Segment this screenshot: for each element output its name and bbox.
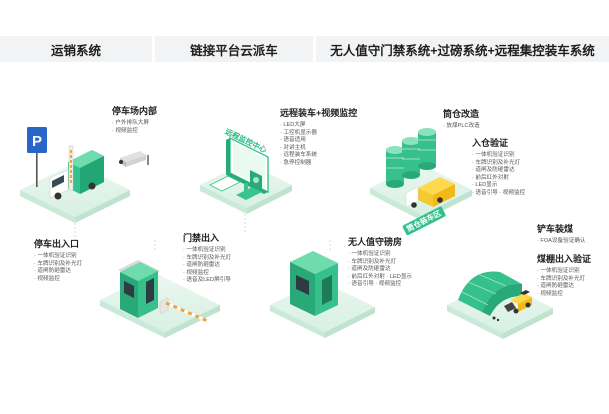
block-title: 无人值守磅房 bbox=[348, 237, 403, 247]
list-item: · 对讲主机 bbox=[280, 144, 306, 151]
list-item: · 放煤PLC改造 bbox=[443, 123, 480, 129]
list-item: · 道闸及防砸雷达 bbox=[348, 266, 391, 273]
parking-sign-icon bbox=[27, 127, 47, 153]
block-list: · 户外排队大屏 · 视频监控 bbox=[112, 120, 157, 135]
block-silo-retrofit: 筒仓改造 · 放煤PLC改造 bbox=[443, 108, 480, 131]
block-list: · 一体机验证识别 · 车牌识别及补光灯 · 道闸及防砸雷达 · 前后红外对射 … bbox=[348, 251, 412, 289]
list-item: · 道闸及防砸雷达 bbox=[472, 167, 515, 174]
list-item: · 道闸防砸雷达 bbox=[34, 268, 71, 275]
list-item: · 车牌识别及补光灯 bbox=[348, 258, 397, 265]
list-item: · 语音引导 · 视频监控 bbox=[348, 281, 402, 288]
block-remote-loading: 远程装车+视频监控 · LED大屏 · 工控机显示器 · 语音适用 · 对讲主机… bbox=[280, 107, 357, 168]
list-item: · 户外排队大屏 bbox=[112, 120, 149, 126]
block-title: 铲车装煤 bbox=[537, 224, 574, 234]
list-item: · 前后红外对射 · LED显示 bbox=[348, 273, 413, 280]
loader-icon bbox=[504, 290, 532, 314]
weigh-room-scene bbox=[270, 251, 375, 338]
list-item: · LED显示 bbox=[472, 182, 498, 189]
block-list: · LED大屏 · 工控机显示器 · 语音适用 · 对讲主机 · 远程装车系统 … bbox=[280, 122, 357, 168]
block-shed-verify: 煤棚出入验证 · 一体机验证识别 · 车牌识别及补光灯 · 道闸防砸雷达 · 视… bbox=[537, 253, 591, 298]
parking-scene: P bbox=[20, 127, 149, 223]
weigh-house-icon bbox=[290, 251, 338, 316]
list-item: · FOA设备验证确认 bbox=[537, 238, 586, 244]
truck-icon bbox=[405, 177, 455, 208]
block-title: 停车场内部 bbox=[112, 106, 158, 116]
list-item: · 车牌识别及补光灯 bbox=[472, 159, 521, 166]
block-title: 入仓验证 bbox=[472, 138, 509, 148]
list-item: · 视频监控 bbox=[112, 127, 138, 134]
list-item: · 道闸防砸雷达 bbox=[183, 262, 220, 269]
list-item: · 急停控制器 bbox=[280, 159, 312, 166]
list-item: · 一体机验证识别 bbox=[537, 268, 580, 274]
block-silo-verify: 入仓验证 · 一体机验证识别 · 车牌识别及补光灯 · 道闸及防砸雷达 · 前后… bbox=[472, 137, 525, 198]
list-item: · 前后红外对射 bbox=[472, 174, 509, 181]
header-col-unattended: 无人值守门禁系统+过磅系统+远程集控装车系统 bbox=[316, 36, 609, 62]
block-list: · FOA设备验证确认 bbox=[537, 238, 585, 246]
guard-booth-icon bbox=[118, 260, 160, 318]
coal-shed-icon bbox=[458, 271, 522, 316]
list-item: · 远程装车系统 bbox=[280, 152, 317, 159]
block-list: · 放煤PLC改造 bbox=[443, 123, 480, 131]
header-col-sales: 运销系统 bbox=[0, 36, 152, 62]
block-list: · 一体机验证识别 · 车牌识别及补光灯 · 道闸防砸雷达 · 视频监控 bbox=[537, 268, 591, 298]
list-item: · 一体机验证识别 bbox=[472, 152, 515, 158]
block-title: 远程装车+视频监控 bbox=[280, 108, 358, 118]
block-loader: 铲车装煤 · FOA设备验证确认 bbox=[537, 223, 585, 246]
svg-text:P: P bbox=[32, 133, 42, 150]
list-item: · 语音适用 bbox=[280, 137, 306, 144]
list-item: · 视频监控 bbox=[183, 269, 209, 276]
block-list: · 一体机验证识别 · 车牌识别及补光灯 · 道闸防砸雷达 · 视频监控 · 语… bbox=[183, 247, 231, 285]
block-list: · 一体机验证识别 · 车牌识别及补光灯 · 道闸及防砸雷达 · 前后红外对射 … bbox=[472, 152, 525, 198]
gate-scene bbox=[100, 260, 220, 338]
list-item: · 道闸防砸雷达 bbox=[537, 283, 574, 290]
camera-icon bbox=[119, 151, 149, 167]
shed-scene bbox=[447, 271, 553, 339]
list-item: · 一体机验证识别 bbox=[34, 253, 77, 259]
list-item: · 车牌识别及补光灯 bbox=[34, 260, 83, 267]
silo-icon bbox=[386, 128, 436, 188]
list-item: · 视频监控 bbox=[537, 290, 563, 297]
list-item: · 一体机验证识别 bbox=[183, 247, 226, 253]
header-col-dispatch: 链接平台云派车 bbox=[155, 36, 313, 62]
block-list: · 一体机验证识别 · 车牌识别及补光灯 · 道闸防砸雷达 · 视频监控 bbox=[34, 253, 82, 283]
block-title: 筒仓改造 bbox=[443, 109, 480, 119]
barrier-gate-icon bbox=[159, 297, 211, 324]
block-weigh-room: 无人值守磅房 · 一体机验证识别 · 车牌识别及补光灯 · 道闸及防砸雷达 · … bbox=[348, 236, 412, 289]
block-parking-gate: 停车出入口 · 一体机验证识别 · 车牌识别及补光灯 · 道闸防砸雷达 · 视频… bbox=[34, 238, 82, 283]
list-item: · 工控机显示器 bbox=[280, 129, 317, 136]
block-parking-inside: 停车场内部 · 户外排队大屏 · 视频监控 bbox=[112, 105, 157, 135]
block-gate-access: 门禁出入 · 一体机验证识别 · 车牌识别及补光灯 · 道闸防砸雷达 · 视频监… bbox=[183, 232, 231, 285]
header-bar: 运销系统 链接平台云派车 无人值守门禁系统+过磅系统+远程集控装车系统 bbox=[0, 36, 609, 62]
list-item: · 一体机验证识别 bbox=[348, 251, 391, 257]
monitor-scene bbox=[200, 136, 292, 214]
silo-scene bbox=[370, 128, 472, 221]
block-title: 门禁出入 bbox=[183, 233, 220, 243]
list-item: · 车牌识别及补光灯 bbox=[537, 275, 586, 282]
list-item: · 视频监控 bbox=[34, 275, 60, 282]
list-item: · LED大屏 bbox=[280, 122, 306, 128]
block-title: 煤棚出入验证 bbox=[537, 254, 592, 264]
list-item: · 车牌识别及补光灯 bbox=[183, 254, 232, 261]
block-title: 停车出入口 bbox=[34, 239, 80, 249]
list-item: · 语音及LED屏引导 bbox=[183, 277, 231, 284]
list-item: · 语音引导 · 视频监控 bbox=[472, 189, 526, 196]
